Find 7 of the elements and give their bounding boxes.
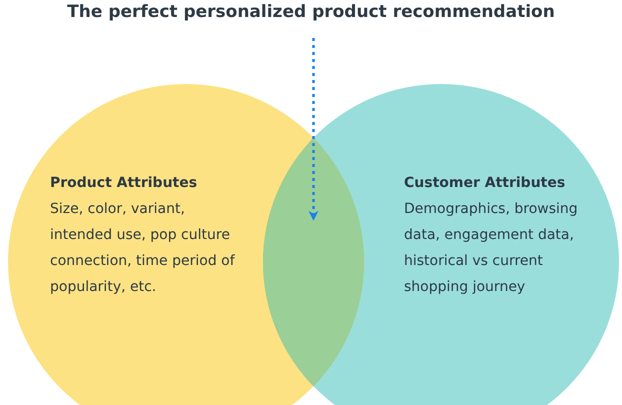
overlap-region [263,138,364,386]
arrow [308,38,318,221]
circle-description: Size, color, variant, intended use, pop culture connection, time period of popularity, etc. [50,200,236,297]
circle-description: Demographics, browsing data, engagement data, historical vs current shopping journey [404,200,579,297]
diagram-title: The perfect personalized product recommendation [66,2,556,22]
circle-heading: Product Attributes [50,174,198,193]
circle-heading: Customer Attributes [404,174,566,193]
